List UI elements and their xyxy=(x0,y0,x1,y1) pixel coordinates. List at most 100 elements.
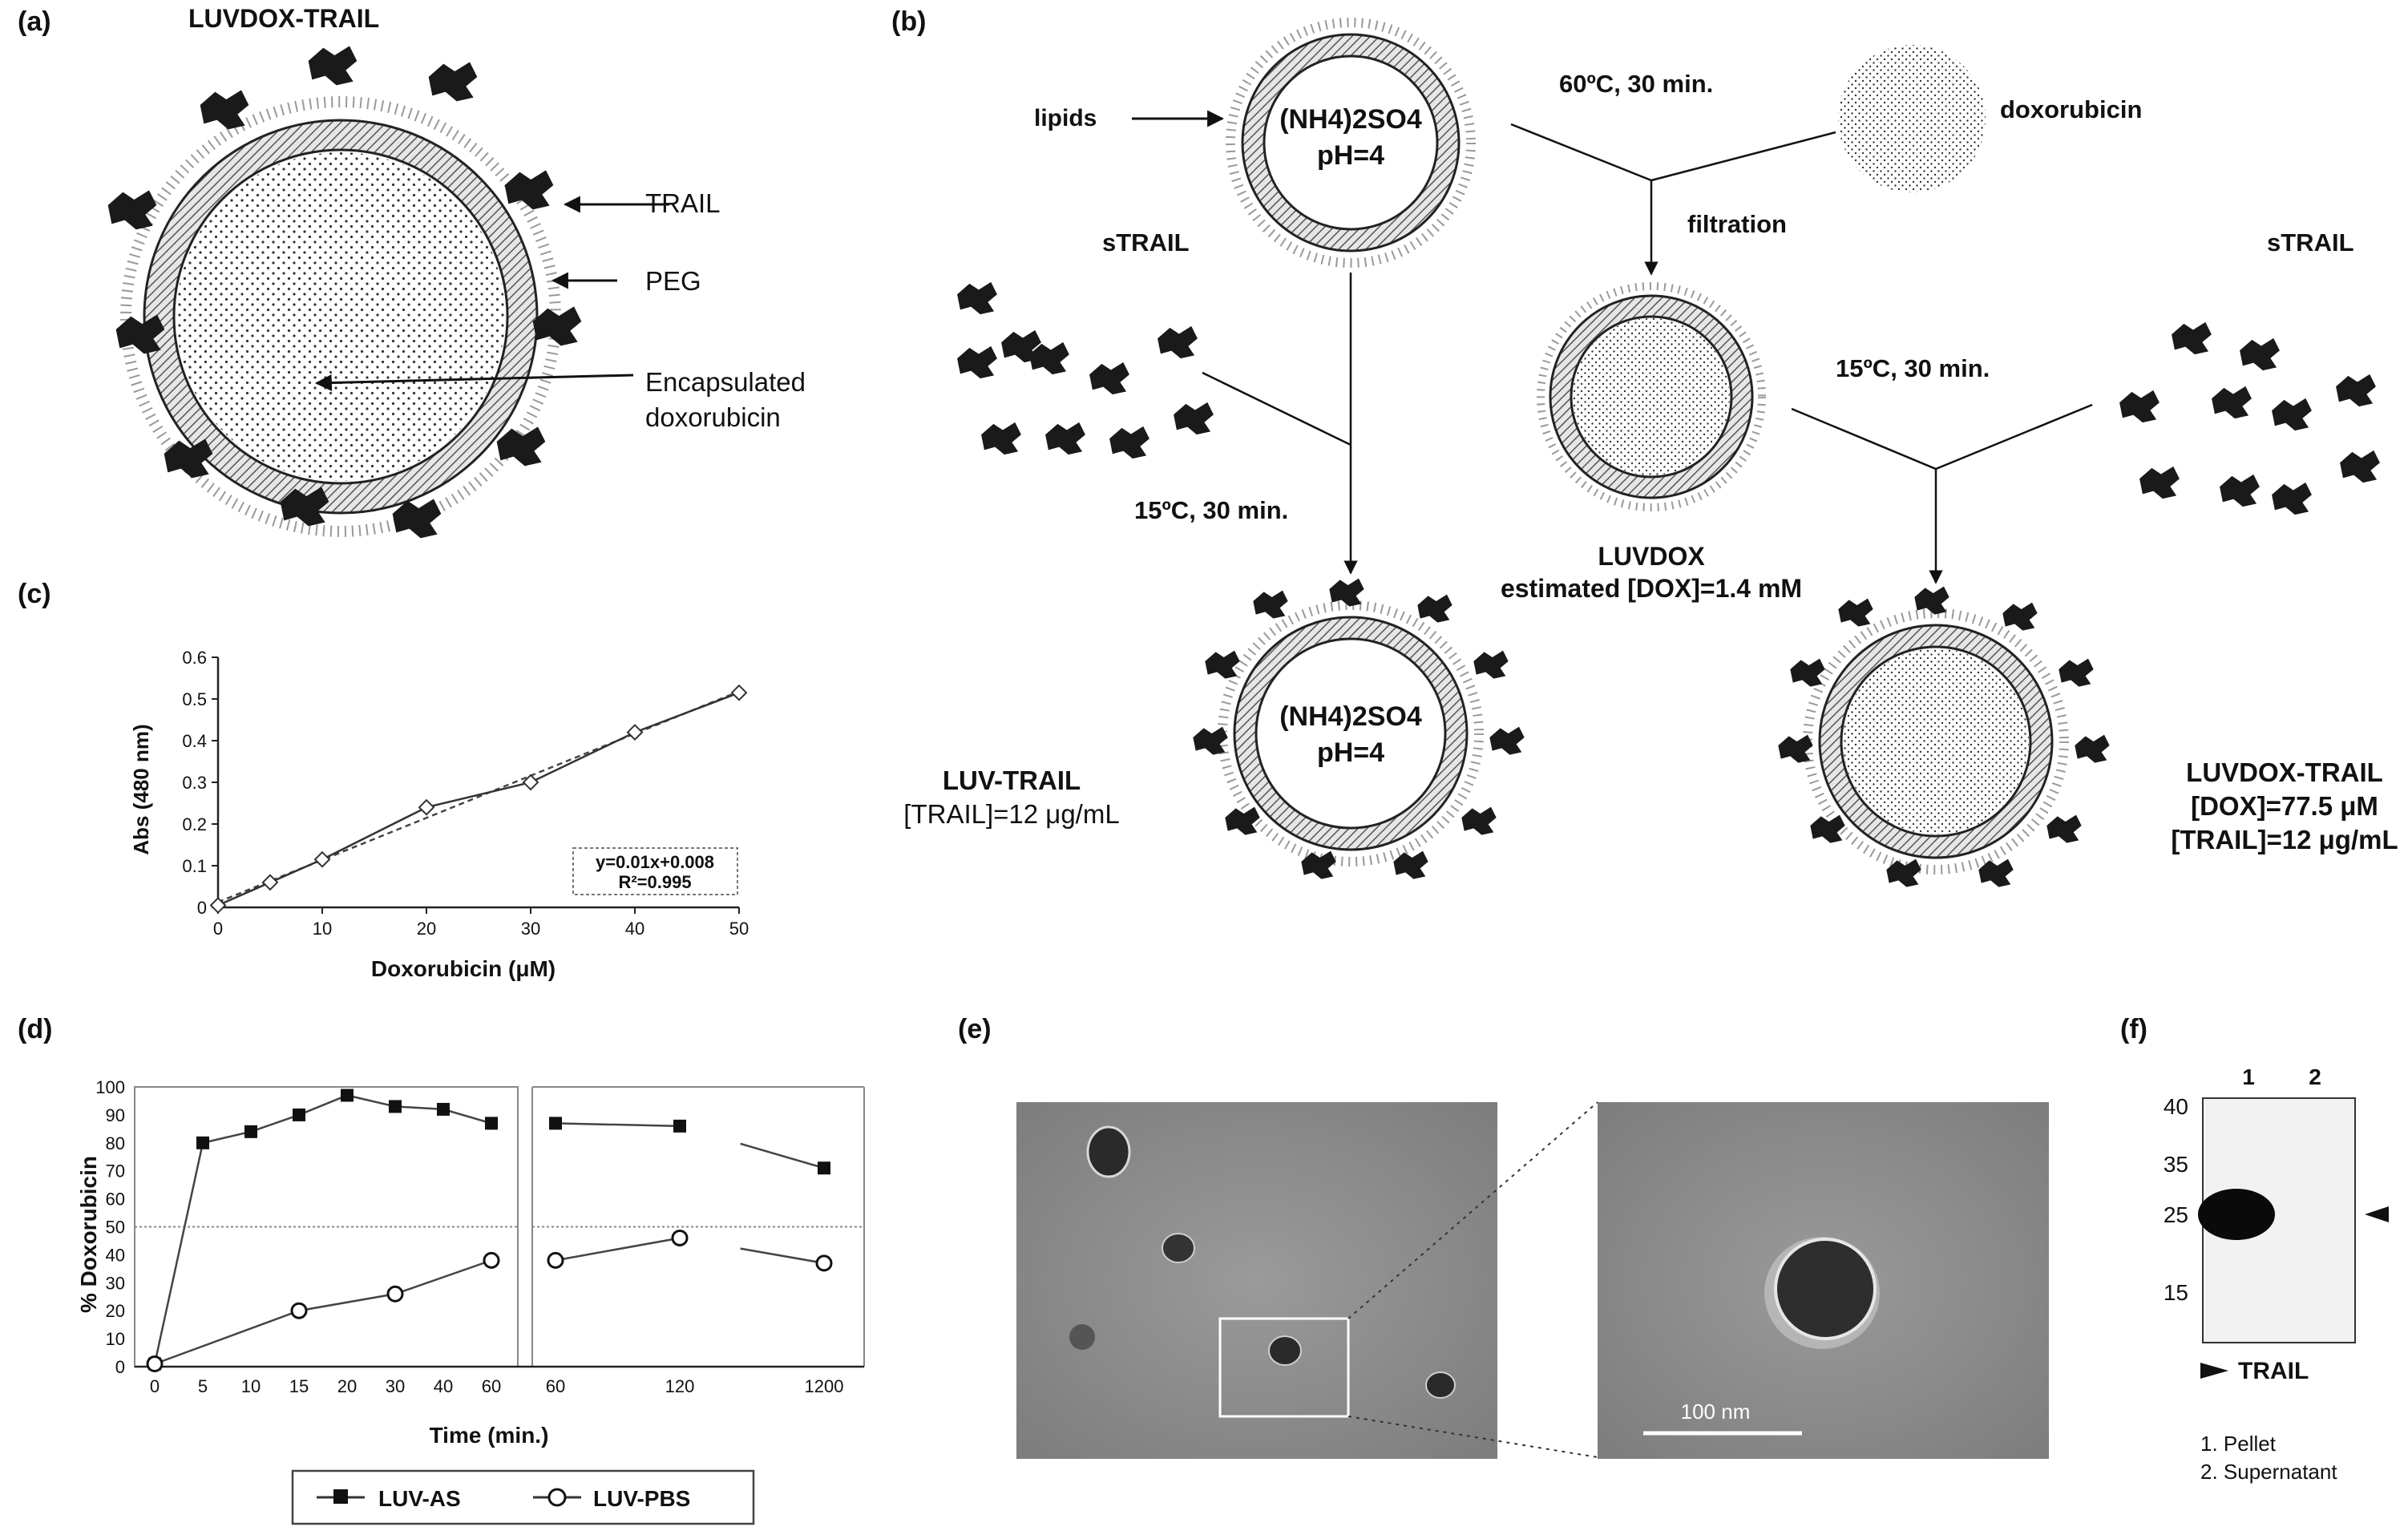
chart-c-xtick-label: 40 xyxy=(625,919,644,939)
lane-1: 1 xyxy=(2242,1064,2255,1089)
panel-c-letter: (c) xyxy=(18,579,51,609)
chart-d-point-square xyxy=(437,1102,450,1116)
chart-d-line-left-0 xyxy=(153,1094,492,1364)
chart-c-ylabel: Abs (480 nm) xyxy=(129,724,153,854)
chart-d-point-circle xyxy=(671,1229,689,1246)
chart-d-xtick-label: 120 xyxy=(665,1376,695,1396)
liposome-nh4so4-top xyxy=(1226,18,1476,268)
marker-25: 25 xyxy=(2164,1202,2188,1227)
legend-luv-as: LUV-AS xyxy=(378,1486,461,1511)
chart-d-left-frame xyxy=(134,1086,519,1367)
chart-d-point-square xyxy=(389,1100,402,1113)
chart-d-point-square xyxy=(244,1125,257,1138)
strail-left: sTRAIL xyxy=(1102,228,1190,257)
panel-a-letter: (a) xyxy=(18,6,51,37)
chart-c-xtick-label: 20 xyxy=(417,919,436,939)
scale-label: 100 nm xyxy=(1681,1400,1751,1424)
chart-d-line-right-b-0 xyxy=(740,1142,825,1169)
legend-marker-circle xyxy=(547,1488,567,1507)
chart-d-ytick-label: 80 xyxy=(106,1133,125,1153)
strail-cluster-right xyxy=(2119,321,2380,515)
chart-d-point-circle xyxy=(146,1355,164,1373)
label-lipids: lipids xyxy=(1034,105,1097,131)
zoom-box xyxy=(1218,1317,1350,1418)
label-luv-trail-conc: [TRAIL]=12 μg/mL xyxy=(903,799,1119,829)
chart-d-xtick-label: 15 xyxy=(289,1376,309,1396)
chart-c-ytick-label: 0.5 xyxy=(182,689,207,709)
chart-d-ylabel: % Doxorubicin xyxy=(76,1156,101,1313)
label-filtration: filtration xyxy=(1687,210,1787,238)
chart-c-ytick-label: 0.4 xyxy=(182,731,207,751)
chart-d-xtick-label: 40 xyxy=(434,1376,453,1396)
salt-bottom: (NH4)2SO4 xyxy=(1279,701,1422,732)
label-luvdox-conc: estimated [DOX]=1.4 mM xyxy=(1501,574,1802,603)
lane-2: 2 xyxy=(2309,1064,2321,1089)
chart-c-ytick-label: 0.6 xyxy=(182,648,207,668)
chart-c-point xyxy=(418,798,435,816)
panel-d-letter: (d) xyxy=(18,1014,52,1044)
chart-d-xtick-label: 0 xyxy=(150,1376,160,1396)
tem-zoom: 100 nm xyxy=(1598,1102,2049,1459)
chart-d-xtick-label: 5 xyxy=(198,1376,208,1396)
luv-trail-liposome xyxy=(1193,578,1525,879)
chart-c-xlabel: Doxorubicin (μM) xyxy=(371,956,556,981)
chart-d-ytick-label: 10 xyxy=(106,1329,125,1349)
cond-15-right: 15ºC, 30 min. xyxy=(1836,354,1990,382)
chart-c-xtick-label: 50 xyxy=(729,919,749,939)
chart-d-point-circle xyxy=(547,1251,564,1269)
label-luvdox-trail-trail: [TRAIL]=12 μg/mL xyxy=(2171,825,2398,854)
chart-d-ytick-label: 30 xyxy=(106,1273,125,1293)
label-trail-f: TRAIL xyxy=(2238,1358,2309,1384)
panel-f-letter: (f) xyxy=(2120,1014,2147,1044)
legend-pellet: 1. Pellet xyxy=(2200,1432,2277,1456)
panel-b-letter: (b) xyxy=(891,6,926,37)
chart-d-ytick-label: 90 xyxy=(106,1105,125,1125)
salt-top: (NH4)2SO4 xyxy=(1279,104,1422,135)
chart-d-ytick-label: 70 xyxy=(106,1161,125,1182)
chart-d-point-square xyxy=(818,1161,830,1175)
panel-e: (e) 100 nm xyxy=(958,1014,2049,1459)
label-luvdox: LUVDOX xyxy=(1598,542,1705,571)
label-trail: TRAIL xyxy=(645,188,721,218)
chart-d-xlabel: Time (min.) xyxy=(430,1423,549,1448)
chart-c-point xyxy=(730,684,748,701)
ph-bottom: pH=4 xyxy=(1317,737,1384,768)
chart-c-xtick-label: 10 xyxy=(313,919,332,939)
strail-right: sTRAIL xyxy=(2267,228,2354,257)
label-luv-trail: LUV-TRAIL xyxy=(943,765,1081,795)
chart-d-legend: LUV-AS LUV-PBS xyxy=(291,1469,755,1525)
chart-c-point xyxy=(261,874,279,891)
label-doxorubicin-b: doxorubicin xyxy=(2000,95,2142,123)
chart-d-line-right-b-1 xyxy=(740,1247,825,1265)
legend-supernatant: 2. Supernatant xyxy=(2200,1460,2337,1484)
chart-d-point-square xyxy=(293,1108,305,1121)
tem-overview xyxy=(1016,1102,1497,1459)
chart-d-line-left-1 xyxy=(154,1259,492,1365)
chart-c-ytick-label: 0 xyxy=(197,898,207,918)
chart-d-ytick-label: 20 xyxy=(106,1301,125,1321)
strail-cluster-left xyxy=(957,281,1214,459)
chart-c-point xyxy=(209,896,227,914)
chart-d-xtick-label: 60 xyxy=(546,1376,565,1396)
chart-c-ytick-label: 0.3 xyxy=(182,773,207,793)
marker-35: 35 xyxy=(2164,1152,2188,1177)
chart-d-ytick-label: 0 xyxy=(115,1357,125,1377)
chart-d-xtick-label: 1200 xyxy=(805,1376,844,1396)
chart-c-series xyxy=(209,684,748,914)
chart-d-xtick-label: 30 xyxy=(386,1376,405,1396)
fit-equation: y=0.01x+0.008 xyxy=(596,852,714,872)
chart-d-point-circle xyxy=(386,1285,404,1303)
chart-c-point xyxy=(313,850,331,868)
luvdox-liposome xyxy=(1537,282,1766,511)
cond-15-left: 15ºC, 30 min. xyxy=(1134,496,1288,524)
chart-d-ytick-label: 60 xyxy=(106,1190,125,1210)
chart-d-line-right-a-0 xyxy=(555,1122,681,1128)
chart-d-ytick-label: 100 xyxy=(95,1077,125,1097)
chart-c-xtick-label: 30 xyxy=(521,919,540,939)
panel-a-title: LUVDOX-TRAIL xyxy=(188,4,379,33)
chart-d-point-circle xyxy=(290,1302,308,1319)
